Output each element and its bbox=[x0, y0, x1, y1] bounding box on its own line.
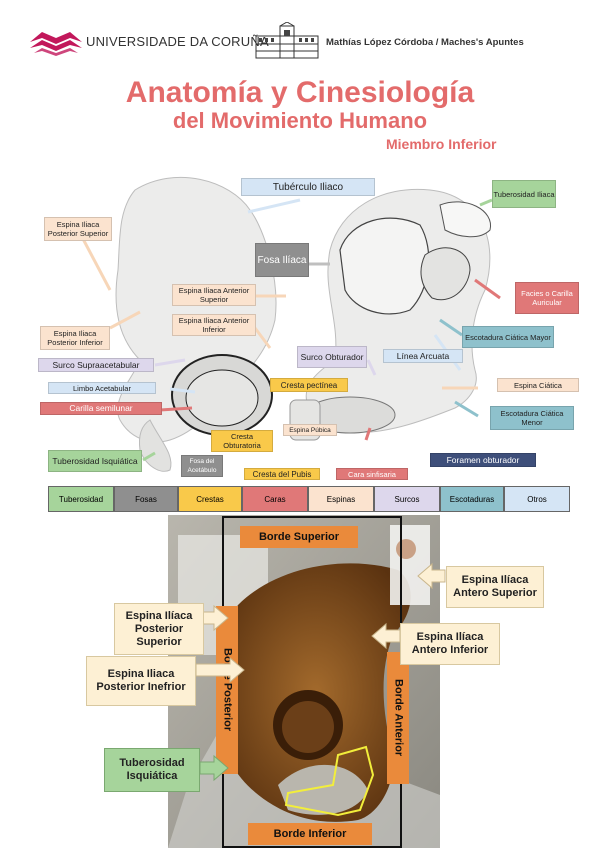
university-logo bbox=[30, 32, 82, 56]
label-surco-obturador: Surco Obturador bbox=[297, 346, 367, 368]
label-tuberculo-iliaco: Tubérculo Iliaco bbox=[241, 178, 375, 196]
label-fosa-iliaca: Fosa Ilíaca bbox=[255, 243, 309, 277]
label-espina-antero-inferior: Espina Ilíaca Antero Inferior bbox=[400, 623, 500, 665]
label-cresta-obturatoria: Cresta Obturatoria bbox=[211, 430, 273, 452]
label-escotadura-ciatica-menor: Escotadura Ciática Menor bbox=[490, 406, 574, 430]
page-subtitle: Miembro Inferior bbox=[386, 136, 497, 152]
legend-caras: Caras bbox=[242, 486, 308, 512]
label-espina-posterior-inferior: Espina Iliaca Posterior Inefrior bbox=[86, 656, 196, 706]
label-borde-anterior: Borde Anterior bbox=[387, 652, 409, 784]
label-espina-iliaca-posterior-superior: Espina Iliaca Posterior Superior bbox=[44, 217, 112, 241]
photo-arrows bbox=[195, 562, 446, 782]
label-cara-sinfisaria: Cara sinfisaria bbox=[336, 468, 408, 480]
label-borde-superior: Borde Superior bbox=[240, 526, 358, 548]
legend-fosas: Fosas bbox=[114, 486, 178, 512]
label-tuberosidad-isquiatica-photo: Tuberosidad Isquiática bbox=[104, 748, 200, 792]
label-espina-posterior-superior: Espina Ilíaca Posterior Superior bbox=[114, 603, 204, 655]
legend-escotaduras: Escotaduras bbox=[440, 486, 504, 512]
label-espina-pubica: Espina Púbica bbox=[283, 424, 337, 436]
page-title: Anatomía y Cinesiología bbox=[125, 76, 475, 109]
author-credit: Mathías López Córdoba / Maches's Apuntes bbox=[326, 37, 524, 48]
label-espina-iliaca-anterior-inferior: Espina Iliaca Anterior Inferior bbox=[172, 314, 256, 336]
label-espina-iliaca-posterior-inferior: Espina Iliaca Posterior Inferior bbox=[40, 326, 110, 350]
university-name: UNIVERSIDADE DA CORUÑA bbox=[86, 34, 269, 49]
label-foramen-obturador: Foramen obturador bbox=[430, 453, 536, 467]
label-borde-inferior: Borde Inferior bbox=[248, 823, 372, 845]
label-surco-supraacetabular: Surco Supraacetabular bbox=[38, 358, 154, 372]
label-cresta-pectinea: Cresta pectínea bbox=[270, 378, 348, 392]
label-limbo-acetabular: Limbo Acetabular bbox=[48, 382, 156, 394]
legend-crestas: Crestas bbox=[178, 486, 242, 512]
legend-tuberosidad: Tuberosidad bbox=[48, 486, 114, 512]
legend-otros: Otros bbox=[504, 486, 570, 512]
label-espina-iliaca-anterior-superior: Espina Iliaca Anterior Superior bbox=[172, 284, 256, 306]
label-escotadura-ciatica-mayor: Escotadura Ciática Mayor bbox=[462, 326, 554, 348]
label-carilla-semilunar: Carilla semilunar bbox=[40, 402, 162, 415]
legend-surcos: Surcos bbox=[374, 486, 440, 512]
label-fosa-acetabulo: Fosa del Acetábulo bbox=[181, 455, 223, 477]
label-tuberosidad-iliaca: Tuberosidad Iliaca bbox=[492, 180, 556, 208]
legend-espinas: Espinas bbox=[308, 486, 374, 512]
label-cresta-pubis: Cresta del Pubis bbox=[244, 468, 320, 480]
label-facies-carilla-auricular: Facies o Carilla Auricular bbox=[515, 282, 579, 314]
building-logo bbox=[255, 22, 319, 59]
label-espina-antero-superior: Espina Ilíaca Antero Superior bbox=[446, 566, 544, 608]
page-title-line2: del Movimiento Humano bbox=[172, 108, 428, 133]
label-linea-arcuata: Línea Arcuata bbox=[383, 349, 463, 363]
label-tuberosidad-isquiatica: Tuberosidad Isquiática bbox=[48, 450, 142, 472]
label-espina-ciatica: Espina Ciática bbox=[497, 378, 579, 392]
